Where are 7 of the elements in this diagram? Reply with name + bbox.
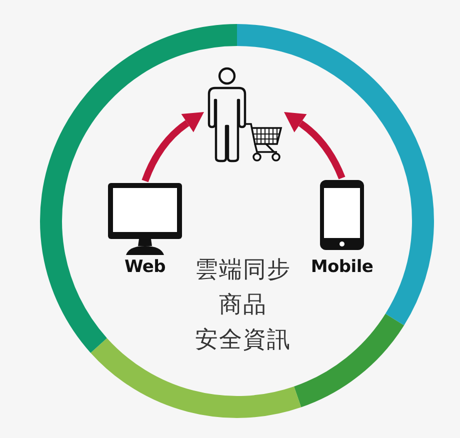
device-label: Mobile (310, 259, 374, 276)
feature-text: 商品 (219, 294, 267, 317)
feature-text: 雲端同步 (195, 259, 291, 282)
feature-text: 安全資訊 (195, 329, 291, 352)
device-label: Web (124, 259, 166, 276)
curved-arrow (284, 112, 346, 180)
curved-arrow (142, 112, 204, 182)
